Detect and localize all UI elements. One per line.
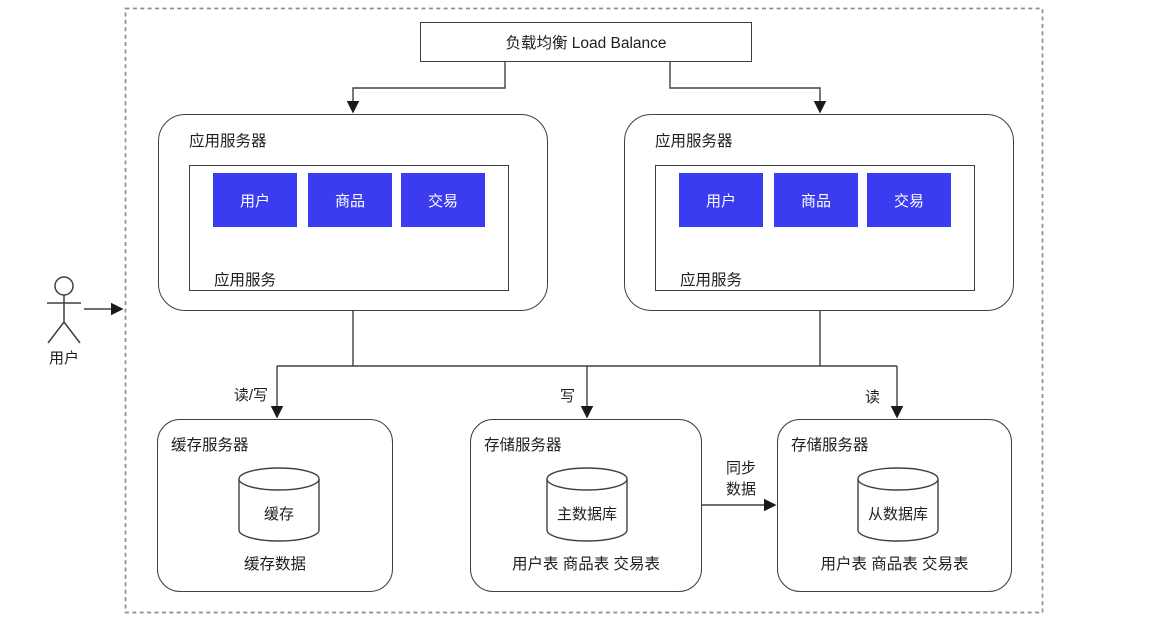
app-services-1-container: 用户 商品 交易 应用服务 (189, 165, 509, 291)
slave-storage-caption: 用户表 商品表 交易表 (820, 556, 969, 573)
app-server-2-node: 应用服务器 用户 商品 交易 应用服务 (624, 114, 1014, 311)
slave-storage-title: 存储服务器 (791, 437, 869, 454)
app-server-1-title: 应用服务器 (189, 133, 267, 150)
edge-app-bus (277, 311, 897, 367)
app-server-2-title: 应用服务器 (655, 133, 733, 150)
slave-db-cylinder-icon: 从数据库 (855, 467, 941, 543)
cache-server-title: 缓存服务器 (171, 437, 249, 454)
app-services-2-container: 用户 商品 交易 应用服务 (655, 165, 975, 291)
app-services-2-label: 应用服务 (680, 272, 743, 289)
module-product: 商品 (774, 173, 858, 227)
user-actor-icon (47, 276, 81, 344)
edge-label-sync: 同步 数据 (725, 460, 756, 498)
module-user: 用户 (679, 173, 763, 227)
load-balancer-label: 负载均衡 Load Balance (505, 35, 667, 52)
cache-db-cylinder-icon: 缓存 (236, 467, 322, 543)
master-db-label: 主数据库 (556, 506, 617, 523)
module-user: 用户 (213, 173, 297, 227)
edge-label-read-write: 读/写 (233, 387, 268, 404)
slave-storage-node: 存储服务器 从数据库 用户表 商品表 交易表 (777, 419, 1012, 592)
master-storage-caption: 用户表 商品表 交易表 (511, 556, 661, 573)
edge-lb-to-app2 (669, 62, 827, 114)
edge-label-write: 写 (559, 388, 575, 405)
master-storage-node: 存储服务器 主数据库 用户表 商品表 交易表 (470, 419, 702, 592)
slave-db-label: 从数据库 (867, 506, 928, 523)
module-product: 商品 (308, 173, 392, 227)
app-server-1-node: 应用服务器 用户 商品 交易 应用服务 (158, 114, 548, 311)
load-balancer-node: 负载均衡 Load Balance (420, 22, 752, 62)
cache-server-caption: 缓存数据 (243, 556, 306, 573)
cache-server-node: 缓存服务器 缓存 缓存数据 (157, 419, 393, 592)
module-trade: 交易 (867, 173, 951, 227)
module-trade: 交易 (401, 173, 485, 227)
cache-db-label: 缓存 (263, 506, 294, 523)
master-db-cylinder-icon: 主数据库 (544, 467, 630, 543)
app-services-1-label: 应用服务 (214, 272, 277, 289)
edge-lb-to-app1 (346, 62, 506, 114)
edge-label-read: 读 (864, 389, 880, 406)
master-storage-title: 存储服务器 (484, 437, 562, 454)
user-actor-label: 用户 (48, 350, 79, 367)
